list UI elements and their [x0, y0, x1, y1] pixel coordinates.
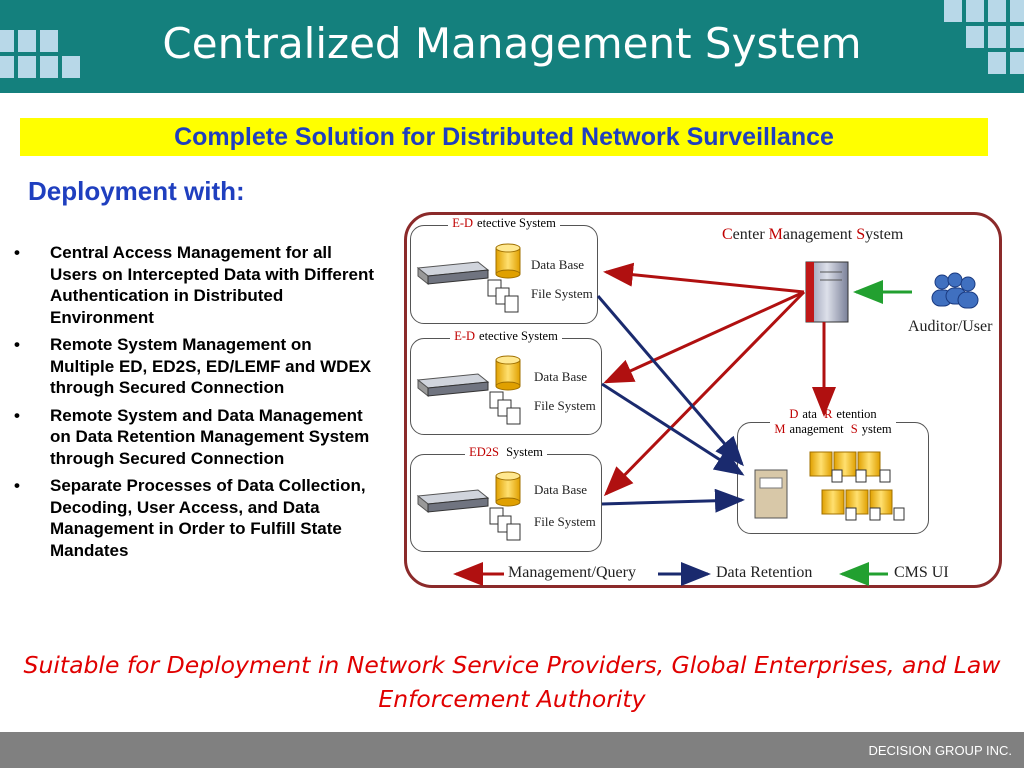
subtitle-band: Complete Solution for Distributed Networ… [20, 118, 988, 156]
database-label: Data Base [534, 482, 588, 497]
legend-retention-label: Data Retention [716, 564, 813, 581]
database-icon [495, 471, 521, 507]
bullet-icon: • [14, 476, 20, 495]
company-name: DECISION GROUP INC. [868, 743, 1012, 758]
feature-list: • Central Access Management for all Users… [14, 242, 374, 567]
rack-server-icon [416, 489, 490, 514]
tagline: Suitable for Deployment in Network Servi… [23, 651, 1001, 713]
bullet-text: Central Access Management for all Users … [50, 243, 375, 327]
cms-title: Center Management System [722, 226, 904, 243]
rack-server-icon [416, 373, 490, 398]
diagram-frame [404, 212, 1002, 588]
bullet-text: Separate Processes of Data Collection, D… [50, 476, 366, 560]
legend-cms-ui-label: CMS UI [894, 564, 949, 581]
retention-arrows [596, 295, 745, 513]
list-item: • Central Access Management for all Users… [14, 242, 374, 328]
users-group-icon [931, 272, 979, 309]
list-item: • Remote System and Data Management on Da… [14, 405, 374, 470]
bullet-text: Remote System Management on Multiple ED,… [50, 335, 372, 397]
bullet-text: Remote System and Data Management on Dat… [50, 405, 370, 468]
file-stack-icon [831, 469, 905, 521]
list-item: • Separate Processes of Data Collection, … [14, 475, 374, 561]
file-stack-icon [489, 391, 521, 425]
footer-bar: DECISION GROUP INC. [0, 732, 1024, 768]
database-icon [495, 243, 521, 279]
deployment-heading: Deployment with: [28, 176, 245, 206]
file-stack-icon [489, 507, 521, 541]
system-box-title: ED2S System [411, 445, 601, 460]
bullet-icon: • [14, 335, 20, 354]
header-bar: Centralized Management System [0, 0, 1024, 93]
file-stack-icon [487, 279, 519, 313]
rack-server-icon [416, 261, 490, 286]
list-item: • Remote System Management on Multiple ED… [14, 334, 374, 399]
retention-server-icon [754, 469, 788, 519]
file-system-label: File System [534, 398, 596, 413]
database-icon [495, 355, 521, 391]
subtitle: Complete Solution for Distributed Networ… [174, 123, 834, 151]
auditor-label: Auditor/User [908, 318, 993, 335]
file-system-label: File System [531, 286, 593, 301]
bullet-icon: • [14, 243, 20, 262]
page-title: Centralized Management System [162, 19, 862, 68]
management-arrows [603, 262, 836, 497]
bullet-icon: • [14, 405, 20, 425]
database-label: Data Base [534, 369, 588, 384]
legend-management-label: Management/Query [508, 564, 636, 581]
database-cluster-icon [809, 451, 893, 515]
database-label: Data Base [531, 257, 585, 272]
tower-server-icon [805, 261, 849, 323]
file-system-label: File System [534, 514, 596, 529]
